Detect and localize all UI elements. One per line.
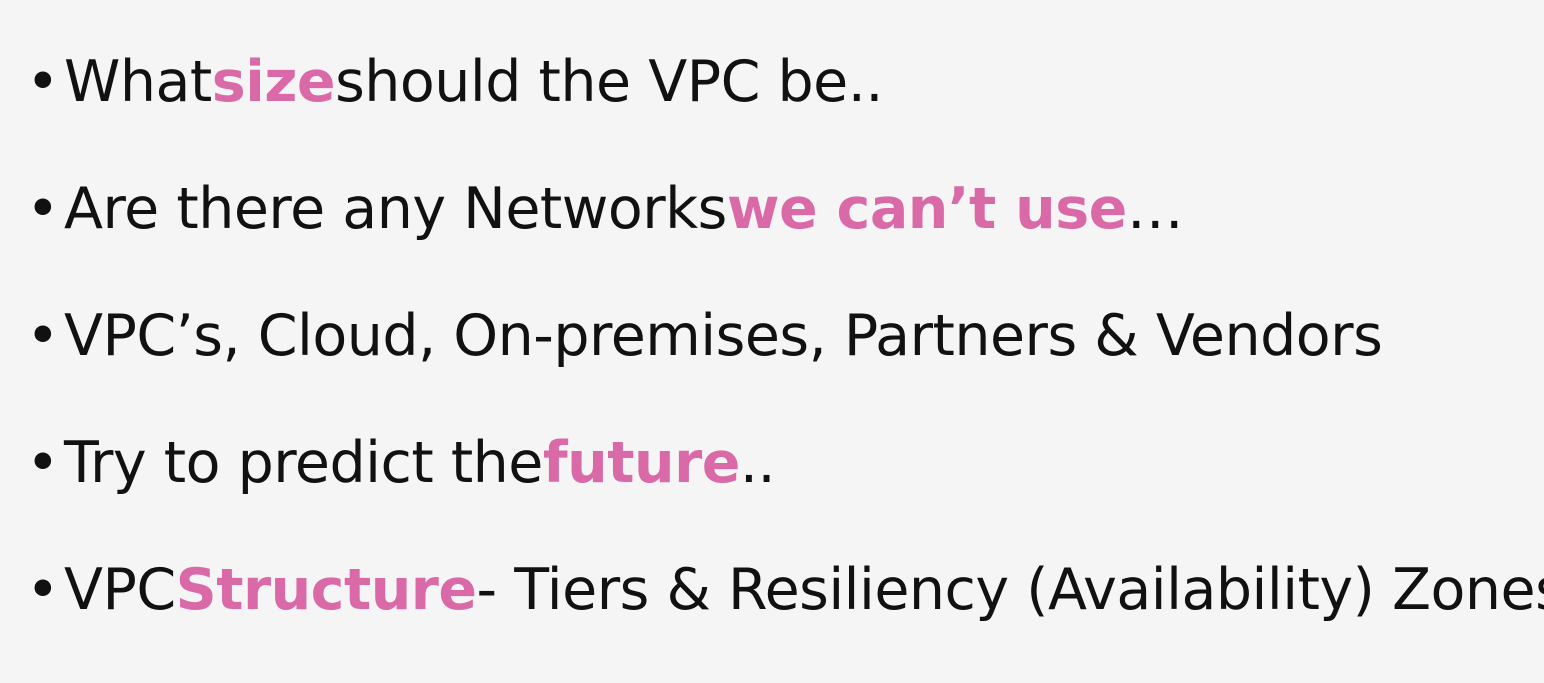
bullet-text-after: should the VPC be.. — [335, 49, 883, 115]
bullet-icon: • — [26, 557, 60, 623]
bullet-text-highlight: we can’t use — [726, 176, 1127, 242]
bullet-icon: • — [26, 303, 60, 369]
bullet-list: • What size should the VPC be.. • Are th… — [26, 48, 1544, 683]
bullet-icon: • — [26, 49, 60, 115]
bullet-text-before: Are there any Networks — [64, 176, 727, 242]
bullet-text-before: What — [64, 49, 212, 115]
bullet-text-highlight: size — [211, 49, 336, 115]
bullet-icon: • — [26, 176, 60, 242]
bullet-item-structure: • VPC Structure - Tiers & Resiliency (Av… — [26, 556, 1544, 683]
bullet-text-before: VPC’s, Cloud, On-premises, Partners & Ve… — [64, 303, 1383, 369]
bullet-item-networks: • Are there any Networks we can’t use … — [26, 175, 1544, 302]
bullet-text-after: - Tiers & Resiliency (Availability) Zone… — [476, 557, 1544, 623]
bullet-text-highlight: future — [542, 430, 740, 496]
bullet-text-after: .. — [739, 430, 776, 496]
bullet-item-future: • Try to predict the future .. — [26, 429, 1544, 556]
bullet-item-environments: • VPC’s, Cloud, On-premises, Partners & … — [26, 302, 1544, 429]
bullet-text-before: Try to predict the — [64, 430, 543, 496]
bullet-text-before: VPC — [64, 557, 176, 623]
bullet-icon: • — [26, 430, 60, 496]
bullet-text-after: … — [1126, 176, 1184, 242]
bullet-text-highlight: Structure — [175, 557, 477, 623]
bullet-item-vpc-size: • What size should the VPC be.. — [26, 48, 1544, 175]
